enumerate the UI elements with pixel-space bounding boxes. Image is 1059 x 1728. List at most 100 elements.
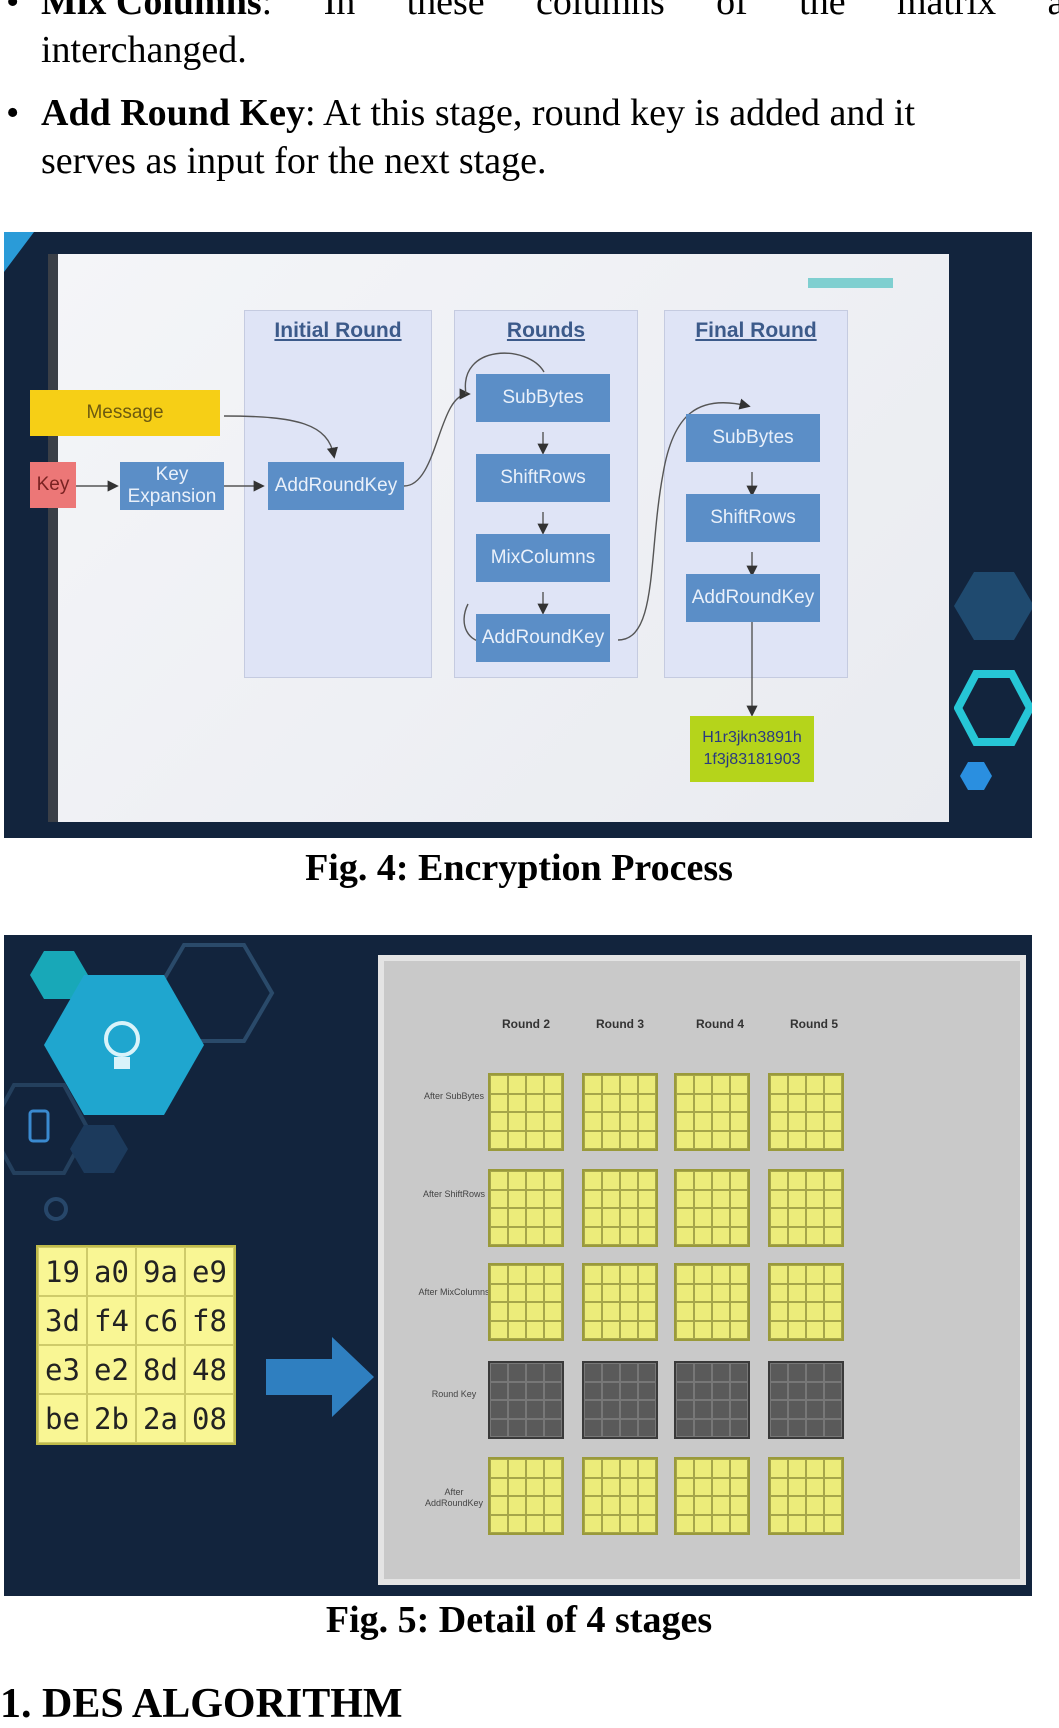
- round-matrix-cell: [602, 1477, 620, 1496]
- matrix-cell: 2a: [136, 1394, 185, 1443]
- round-matrix-cell: [788, 1112, 806, 1131]
- round-matrix-cell: [602, 1283, 620, 1302]
- round-matrix-cell: [730, 1477, 748, 1496]
- matrix-cell: 3d: [38, 1296, 87, 1345]
- matrix-cell: a0: [87, 1247, 136, 1296]
- word: columns: [536, 0, 665, 23]
- round-matrix-cell: [584, 1130, 602, 1149]
- matrix-cell: e3: [38, 1345, 87, 1394]
- word: the: [799, 0, 846, 23]
- round-matrix-cell: [694, 1093, 712, 1112]
- round-matrix-cell: [712, 1514, 730, 1533]
- round-matrix-cell: [788, 1208, 806, 1227]
- round-matrix-cell: [712, 1283, 730, 1302]
- round-matrix-cell: [730, 1320, 748, 1339]
- round-matrix-cell: [712, 1130, 730, 1149]
- round-header: Round 4: [696, 1017, 744, 1031]
- round-matrix: [488, 1361, 564, 1439]
- round-matrix-cell: [490, 1093, 508, 1112]
- ciphertext-output-box: H1r3jkn3891h 1f3j83181903: [690, 716, 814, 782]
- round-matrix-cell: [544, 1208, 562, 1227]
- round-matrix-cell: [620, 1320, 638, 1339]
- rounds-subbytes-box: SubBytes: [476, 374, 610, 422]
- round-matrix-cell: [490, 1075, 508, 1094]
- round-matrix-cell: [676, 1363, 694, 1382]
- matrix-cell: f8: [185, 1296, 234, 1345]
- round-matrix-cell: [620, 1496, 638, 1515]
- round-matrix-cell: [526, 1130, 544, 1149]
- rounds-shiftrows-box: ShiftRows: [476, 454, 610, 502]
- round-matrix-cell: [620, 1302, 638, 1321]
- round-matrix-cell: [508, 1265, 526, 1284]
- round-matrix-cell: [526, 1093, 544, 1112]
- ciphertext-line: H1r3jkn3891h: [702, 729, 802, 746]
- round-matrix-cell: [638, 1400, 656, 1419]
- round-matrix-cell: [712, 1189, 730, 1208]
- round-matrix-cell: [526, 1283, 544, 1302]
- round-matrix-cell: [544, 1381, 562, 1400]
- bullet-dot: •: [6, 0, 20, 23]
- round-matrix-cell: [806, 1496, 824, 1515]
- round-matrix-cell: [712, 1112, 730, 1131]
- slide-corner-accent: [4, 232, 34, 272]
- round-matrix-cell: [770, 1075, 788, 1094]
- round-matrix-cell: [544, 1171, 562, 1190]
- round-matrix-cell: [620, 1514, 638, 1533]
- round-matrix-cell: [602, 1093, 620, 1112]
- round-matrix-cell: [584, 1093, 602, 1112]
- matrix-cell: 08: [185, 1394, 234, 1443]
- round-matrix: [582, 1263, 658, 1341]
- round-matrix-cell: [730, 1363, 748, 1382]
- round-matrix: [674, 1073, 750, 1151]
- round-matrix: [674, 1457, 750, 1535]
- round-matrix-cell: [824, 1363, 842, 1382]
- matrix-cell: 2b: [87, 1394, 136, 1443]
- section-heading: 1. DES ALGORITHM: [0, 1681, 403, 1727]
- bullet-line-1: Mix Columns: In these columns of the mat…: [41, 0, 1059, 26]
- round-matrix-cell: [602, 1226, 620, 1245]
- round-matrix-cell: [620, 1381, 638, 1400]
- round-matrix-cell: [676, 1477, 694, 1496]
- round-matrix-cell: [620, 1189, 638, 1208]
- bullet-mix-columns: • Mix Columns: In these columns of the m…: [0, 0, 1059, 74]
- round-matrix-cell: [788, 1418, 806, 1437]
- round-matrix-cell: [730, 1171, 748, 1190]
- key-expansion-box: Key Expansion: [120, 462, 224, 510]
- round-header: Round 3: [596, 1017, 644, 1031]
- round-matrix-cell: [508, 1093, 526, 1112]
- round-matrix-cell: [788, 1320, 806, 1339]
- round-matrix-cell: [638, 1320, 656, 1339]
- round-matrix-cell: [694, 1363, 712, 1382]
- round-matrix-cell: [824, 1208, 842, 1227]
- round-matrix-cell: [602, 1320, 620, 1339]
- round-matrix-cell: [638, 1226, 656, 1245]
- round-matrix-cell: [544, 1112, 562, 1131]
- round-matrix-cell: [508, 1208, 526, 1227]
- round-matrix-cell: [508, 1363, 526, 1382]
- round-matrix-cell: [806, 1459, 824, 1478]
- round-matrix-cell: [712, 1477, 730, 1496]
- round-matrix-cell: [620, 1075, 638, 1094]
- round-matrix-cell: [676, 1496, 694, 1515]
- round-matrix-cell: [676, 1418, 694, 1437]
- round-matrix-cell: [694, 1514, 712, 1533]
- round-matrix-cell: [712, 1459, 730, 1478]
- round-matrix-cell: [676, 1514, 694, 1533]
- round-matrix-cell: [544, 1302, 562, 1321]
- round-matrix-cell: [694, 1496, 712, 1515]
- round-matrix-cell: [508, 1112, 526, 1131]
- round-matrix-cell: [544, 1363, 562, 1382]
- round-matrix-cell: [638, 1283, 656, 1302]
- word: of: [716, 0, 748, 23]
- round-matrix-cell: [770, 1363, 788, 1382]
- round-matrix-cell: [694, 1320, 712, 1339]
- round-matrix-cell: [602, 1130, 620, 1149]
- round-matrix-cell: [770, 1496, 788, 1515]
- round-matrix-cell: [584, 1189, 602, 1208]
- round-matrix-cell: [712, 1363, 730, 1382]
- round-matrix-cell: [712, 1265, 730, 1284]
- stage-title: Rounds: [506, 319, 586, 342]
- round-matrix-cell: [638, 1302, 656, 1321]
- hexagon-decoration-icon: [954, 572, 1032, 790]
- round-matrix-cell: [806, 1171, 824, 1190]
